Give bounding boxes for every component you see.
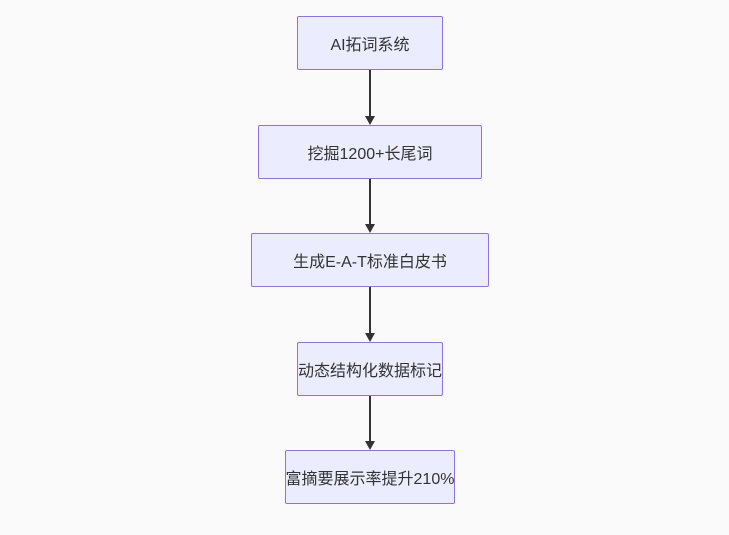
flow-node-ai-keyword-system: AI拓词系统: [297, 16, 443, 70]
flow-node-label: AI拓词系统: [330, 37, 410, 54]
flow-node-rich-snippet-result: 富摘要展示率提升210%: [284, 450, 456, 504]
arrow-line: [369, 287, 371, 334]
flow-node-label: 生成E-A-T标准白皮书: [293, 254, 447, 271]
flow-node-structured-data-markup: 动态结构化数据标记: [296, 341, 443, 396]
arrow-down: [365, 395, 375, 450]
arrow-down: [365, 287, 375, 342]
arrow-line: [369, 395, 371, 442]
flow-node-label: 富摘要展示率提升210%: [285, 471, 455, 488]
arrow-down: [365, 70, 375, 125]
arrowhead-icon: [365, 115, 375, 125]
flow-node-label: 挖掘1200+长尾词: [307, 145, 433, 163]
flowchart: AI拓词系统 挖掘1200+长尾词 生成E-A-T标准白皮书 动态结构化数据标记: [251, 16, 489, 504]
arrowhead-icon: [365, 332, 375, 342]
arrowhead-icon: [365, 441, 375, 450]
flow-node-eat-whitepaper: 生成E-A-T标准白皮书: [251, 233, 489, 287]
flow-node-longtail-mining: 挖掘1200+长尾词: [258, 124, 482, 179]
arrow-line: [369, 178, 371, 225]
flow-node-label: 动态结构化数据标记: [297, 362, 442, 380]
arrow-line: [369, 70, 371, 117]
arrow-down: [365, 178, 375, 233]
arrowhead-icon: [365, 224, 375, 233]
